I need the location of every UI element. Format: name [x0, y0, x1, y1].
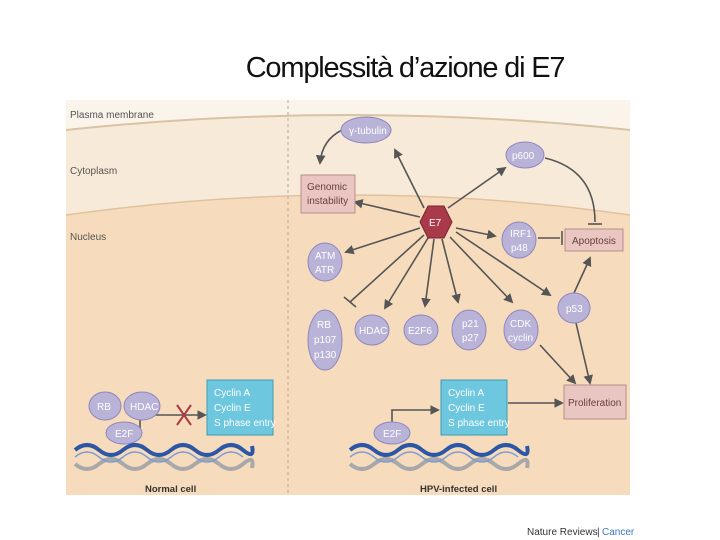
nucleus-region [66, 195, 630, 495]
infected-cell-caption: HPV-infected cell [420, 484, 497, 495]
irf1-label: IRF1 [510, 229, 532, 240]
hdac-normal-label: HDAC [130, 402, 158, 413]
plasma-membrane-line [65, 114, 631, 131]
svg-text:|: | [597, 527, 600, 538]
e7-hexagon [419, 205, 453, 239]
hdac-infected-label: HDAC [359, 326, 387, 337]
e2f6-label: E2F6 [408, 326, 432, 337]
e7-label: E7 [429, 218, 442, 229]
nature-reviews-logo: Nature Reviews | Cancer [527, 527, 635, 538]
cytoplasm-label: Cytoplasm [70, 166, 117, 177]
normal-dna-helix [73, 443, 255, 471]
infected-s-phase: S phase entry [448, 418, 510, 429]
p130-label: p130 [314, 350, 337, 361]
brand-journal: Nature Reviews [527, 527, 598, 538]
genomic-instability-line1: Genomic [307, 182, 347, 193]
rb-infected-label: RB [317, 320, 331, 331]
brand-section: Cancer [602, 527, 635, 538]
normal-cell-caption: Normal cell [145, 484, 196, 495]
apoptosis-label: Apoptosis [572, 236, 616, 247]
e7-arrows [139, 129, 602, 438]
e2f-normal-label: E2F [115, 429, 133, 440]
apoptosis-box [564, 228, 624, 252]
rb-normal-label: RB [97, 402, 111, 413]
genomic-instability-box [300, 174, 356, 214]
proliferation-label: Proliferation [568, 398, 621, 409]
p107-label: p107 [314, 335, 337, 346]
p21-label: p21 [462, 319, 479, 330]
p48-label: p48 [511, 243, 528, 254]
normal-cyclin-e: Cyclin E [214, 403, 251, 414]
cdk-label: CDK [510, 319, 531, 330]
p53-label: p53 [566, 304, 583, 315]
infected-dna-helix [348, 443, 530, 471]
nucleus-label: Nucleus [70, 232, 106, 243]
infected-cyclin-box [440, 379, 508, 436]
normal-cyclin-a: Cyclin A [214, 388, 250, 399]
slide-title: Complessità d’azione di E7 [245, 52, 566, 84]
atm-label: ATM [315, 251, 335, 262]
p27-label: p27 [462, 333, 479, 344]
gamma-tubulin-label: γ-tubulin [349, 126, 387, 137]
infected-cyclin-a: Cyclin A [448, 388, 484, 399]
genomic-instability-line2: instability [307, 196, 348, 207]
proliferation-box [563, 384, 627, 420]
e2f-infected-label: E2F [383, 429, 401, 440]
infected-cyclin-e: Cyclin E [448, 403, 485, 414]
p600-label: p600 [512, 151, 535, 162]
atr-label: ATR [315, 265, 334, 276]
plasma-membrane-label: Plasma membrane [70, 110, 154, 121]
normal-cyclin-box [206, 379, 274, 436]
cyclin-label: cyclin [508, 333, 533, 344]
normal-s-phase: S phase entry [214, 418, 276, 429]
blocked-x-mark [176, 404, 192, 426]
protein-shapes [88, 116, 591, 445]
